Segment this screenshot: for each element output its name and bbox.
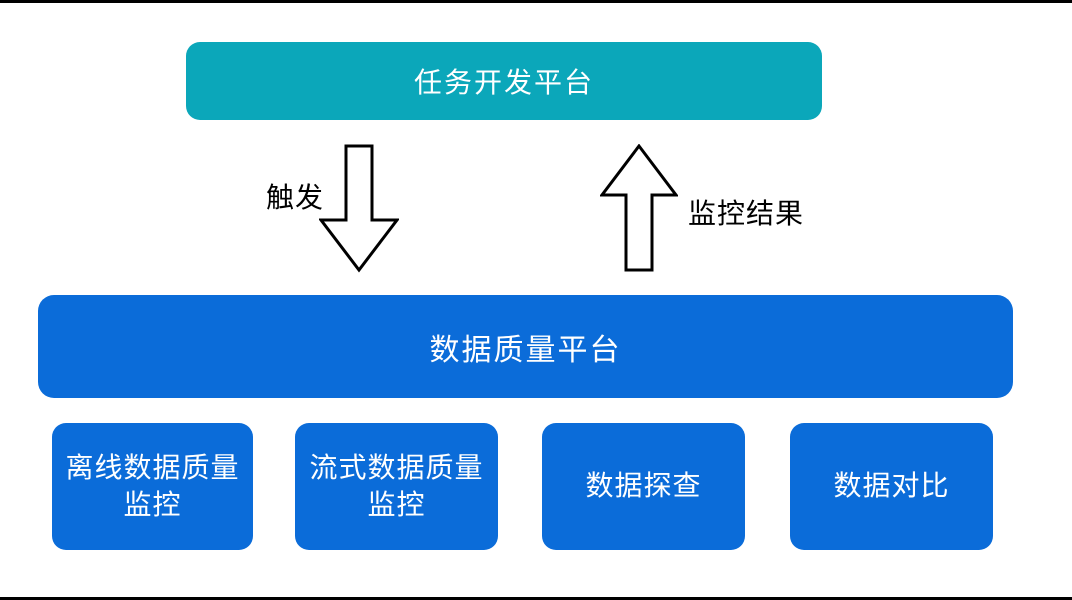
module-label-line: 监控 [123,488,182,520]
bottom-edge-divider [0,597,1072,600]
arrow-down-icon [319,144,399,273]
module-streaming-data-quality-monitoring: 流式数据质量 监控 [295,423,498,550]
module-label-line: 离线数据质量 [65,452,240,484]
top-edge-divider [0,0,1072,3]
data-quality-platform-box: 数据质量平台 [38,295,1013,398]
task-development-platform-label: 任务开发平台 [413,67,594,98]
module-offline-data-quality-monitoring: 离线数据质量 监控 [52,423,253,550]
module-label-line: 监控 [367,488,426,520]
module-label-line: 数据对比 [833,470,950,502]
module-data-exploration: 数据探查 [542,423,745,550]
monitoring-result-label: 监控结果 [688,198,805,229]
task-development-platform-box: 任务开发平台 [186,42,822,120]
data-quality-platform-label: 数据质量平台 [429,333,622,367]
trigger-label: 触发 [266,182,325,213]
arrow-up-icon [600,144,678,272]
module-data-comparison: 数据对比 [790,423,993,550]
module-label-line: 流式数据质量 [309,452,484,484]
module-label-line: 数据探查 [585,470,702,502]
